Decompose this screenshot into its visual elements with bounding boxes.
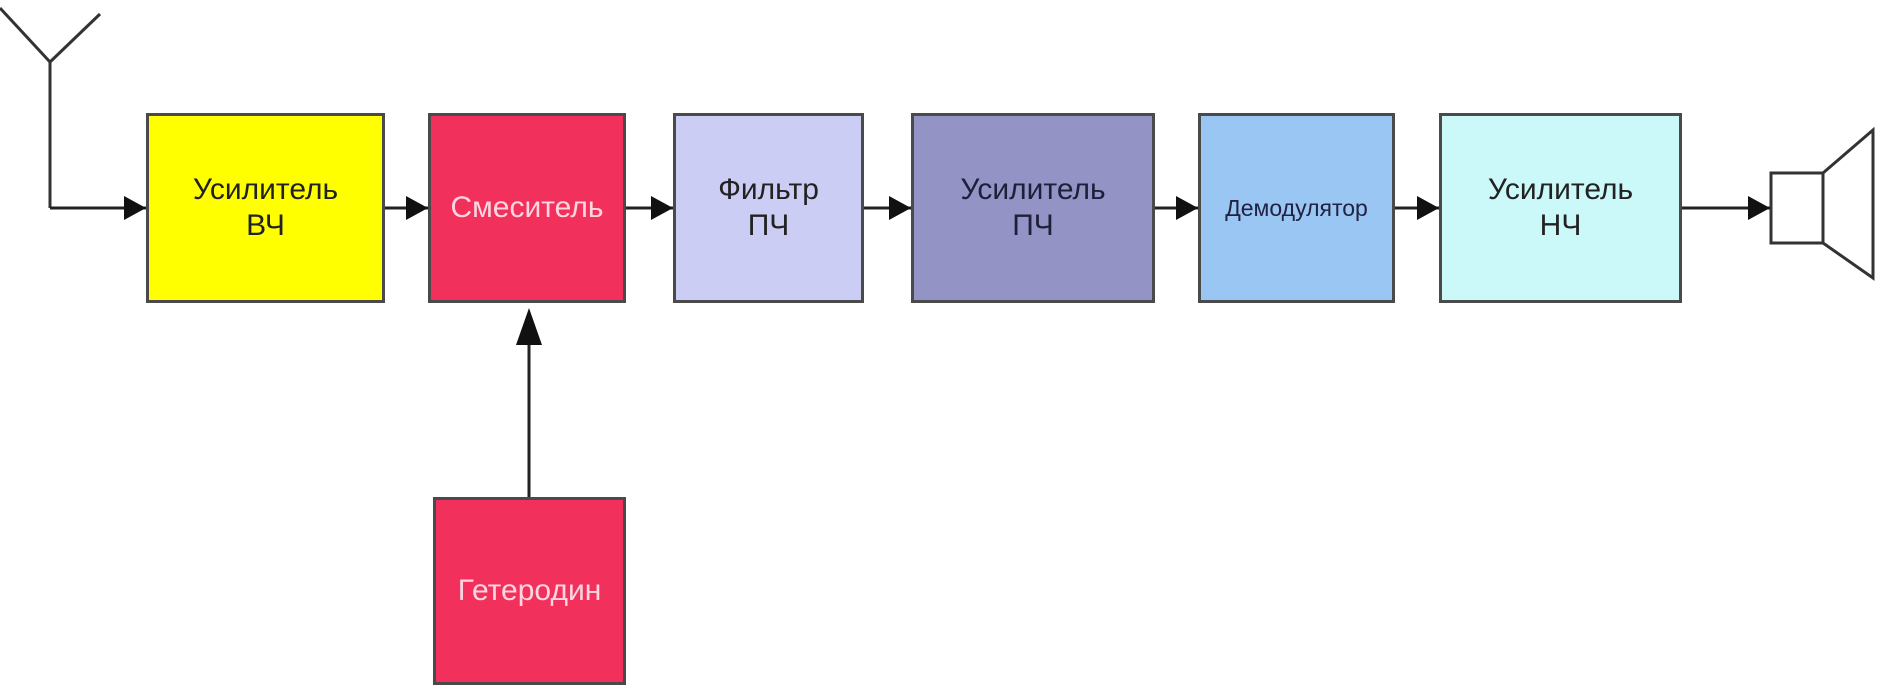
if-filter-label: Фильтр ПЧ xyxy=(718,173,819,242)
local-oscillator-label: Гетеродин xyxy=(457,574,602,607)
demodulator-label: Демодулятор xyxy=(1225,195,1368,221)
demodulator-block: Демодулятор xyxy=(1198,113,1395,303)
arrowhead-rf-amplifier xyxy=(124,196,146,220)
arrowhead-speaker xyxy=(1748,196,1770,220)
arrowhead-af-amplifier xyxy=(1417,196,1439,220)
arrowhead-mixer xyxy=(406,196,428,220)
af-amplifier-label: Усилитель НЧ xyxy=(1487,173,1634,242)
local-oscillator-block: Гетеродин xyxy=(433,497,626,685)
speaker-icon xyxy=(1769,126,1875,281)
if-amplifier-label: Усилитель ПЧ xyxy=(960,173,1106,242)
arrowhead-mixer-from-oscillator xyxy=(516,308,542,345)
rf-amplifier-block: Усилитель ВЧ xyxy=(146,113,385,303)
af-amplifier-block: Усилитель НЧ xyxy=(1439,113,1682,303)
rf-amplifier-label: Усилитель ВЧ xyxy=(192,173,339,242)
arrowhead-if-amplifier xyxy=(889,196,911,220)
arrowheads xyxy=(124,196,1770,345)
mixer-label: Смеситель xyxy=(450,191,604,224)
arrowhead-if-filter xyxy=(651,196,673,220)
if-amplifier-block: Усилитель ПЧ xyxy=(911,113,1155,303)
if-filter-block: Фильтр ПЧ xyxy=(673,113,864,303)
mixer-block: Смеситель xyxy=(428,113,626,303)
antenna-icon xyxy=(0,6,102,208)
arrowhead-demodulator xyxy=(1176,196,1198,220)
